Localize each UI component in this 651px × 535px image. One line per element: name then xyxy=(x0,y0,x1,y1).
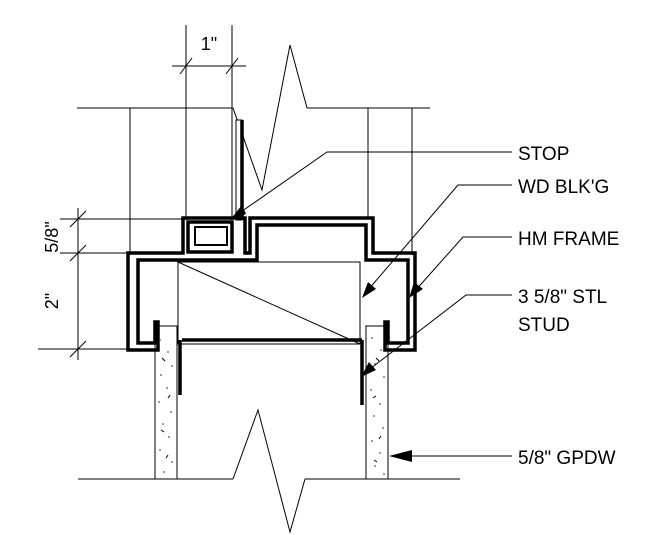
callout-steel-stud-line2: STUD xyxy=(518,315,570,336)
callout-hm-frame: HM FRAME xyxy=(518,229,619,250)
leader-steel-stud xyxy=(361,294,512,377)
callout-gypsum-board: 5/8" GPDW xyxy=(518,448,616,469)
wood-blocking xyxy=(177,261,361,345)
arrowhead-icon xyxy=(409,282,423,298)
dimension-jamb-depth: 1" xyxy=(172,34,246,75)
leader-stop xyxy=(230,151,512,220)
break-line-icon-bottom xyxy=(232,408,306,534)
dimension-stop-height-text: 5/8" xyxy=(42,221,62,252)
steel-stud xyxy=(178,338,364,405)
gypsum-speckle-right xyxy=(370,337,385,475)
callout-steel-stud-line1: 3 5/8" STL xyxy=(518,287,607,308)
arrowhead-icon xyxy=(230,205,246,220)
arrowhead-icon xyxy=(362,282,376,298)
dimension-vertical: 5/8" 2" xyxy=(38,208,182,360)
door-slab xyxy=(77,25,430,255)
callout-stop: STOP xyxy=(518,144,569,165)
break-line-icon-top xyxy=(232,44,308,192)
arrowhead-icon xyxy=(389,450,412,462)
callout-wood-blocking: WD BLK'G xyxy=(518,177,609,198)
arrowhead-icon xyxy=(361,362,376,377)
gypsum-speckle-left xyxy=(158,339,173,473)
leader-wood-blocking xyxy=(362,184,512,298)
leader-hm-frame xyxy=(409,236,512,298)
leader-gypsum-board xyxy=(389,450,512,462)
hm-frame-profile xyxy=(126,216,417,352)
dimension-jamb-depth-text: 1" xyxy=(201,34,217,54)
door-stop xyxy=(235,119,244,221)
dimension-frame-height-text: 2" xyxy=(42,293,62,309)
